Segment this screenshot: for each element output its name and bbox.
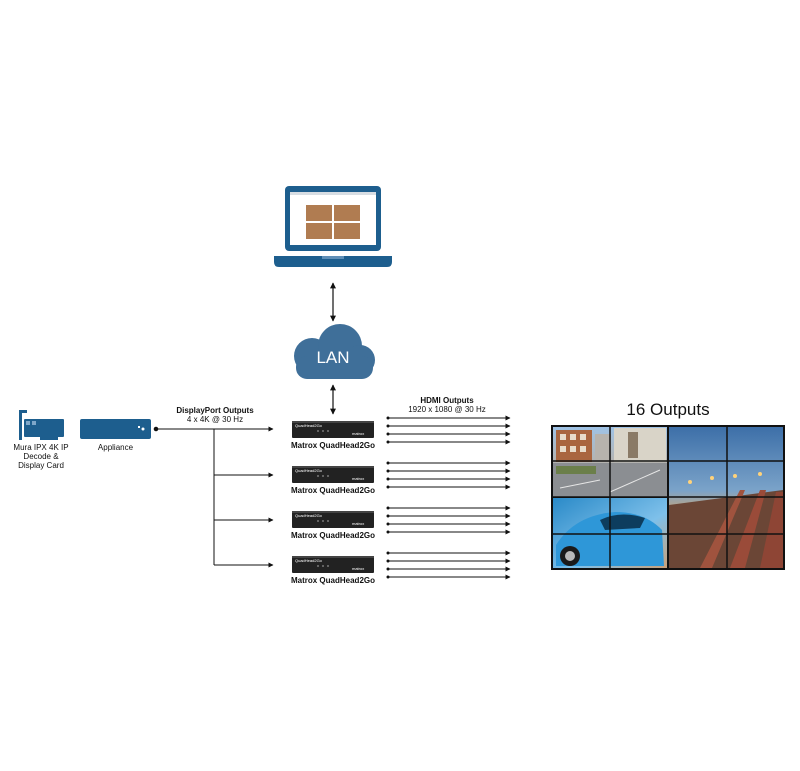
device-4-maker: matrox [352, 566, 365, 571]
device-3 [292, 511, 374, 528]
device-1 [292, 421, 374, 438]
device-1-maker: matrox [352, 431, 365, 436]
cloud-icon [294, 324, 375, 379]
screen-tiles [306, 205, 360, 239]
card-label: Mura IPX 4K IP Decode & Display Card [2, 443, 80, 470]
displayport-title-text: DisplayPort Outputs [176, 406, 254, 415]
laptop-icon [274, 186, 392, 267]
device-3-label: Matrox QuadHead2Go [290, 531, 375, 540]
displayport-spec: 4 x 4K @ 30 Hz [186, 415, 244, 424]
hdmi-title-text: HDMI Outputs [420, 396, 474, 405]
device-3-brand: QuadHead2Go [295, 513, 322, 518]
device-1-brand: QuadHead2Go [295, 423, 322, 428]
appliance-label: Appliance [97, 443, 134, 452]
hdmi-spec: 1920 x 1080 @ 30 Hz [408, 405, 486, 414]
video-wall [551, 425, 785, 570]
appliance-icon [80, 419, 151, 439]
displayport-title: DisplayPort Outputs 4 x 4K @ 30 Hz [160, 406, 270, 424]
device-4 [292, 556, 374, 573]
device-2-brand: QuadHead2Go [295, 468, 322, 473]
card-label-line-2: Decode & [23, 452, 59, 461]
card-label-line-3: Display Card [18, 461, 64, 470]
card-label-line-1: Mura IPX 4K IP [13, 443, 69, 452]
wall-bezels [551, 425, 785, 570]
device-4-label: Matrox QuadHead2Go [290, 576, 375, 585]
device-2-label: Matrox QuadHead2Go [290, 486, 375, 495]
decode-card-icon [19, 410, 64, 440]
hdmi-arrows [386, 415, 511, 580]
device-2 [292, 466, 374, 483]
device-2-maker: matrox [352, 476, 365, 481]
device-3-maker: matrox [352, 521, 365, 526]
hdmi-title: HDMI Outputs 1920 x 1080 @ 30 Hz [392, 396, 502, 414]
displayport-lines [153, 426, 274, 568]
cloud-label: LAN [316, 348, 350, 367]
video-wall-title: 16 Outputs [626, 400, 710, 419]
device-1-label: Matrox QuadHead2Go [290, 441, 375, 450]
device-4-brand: QuadHead2Go [295, 558, 322, 563]
